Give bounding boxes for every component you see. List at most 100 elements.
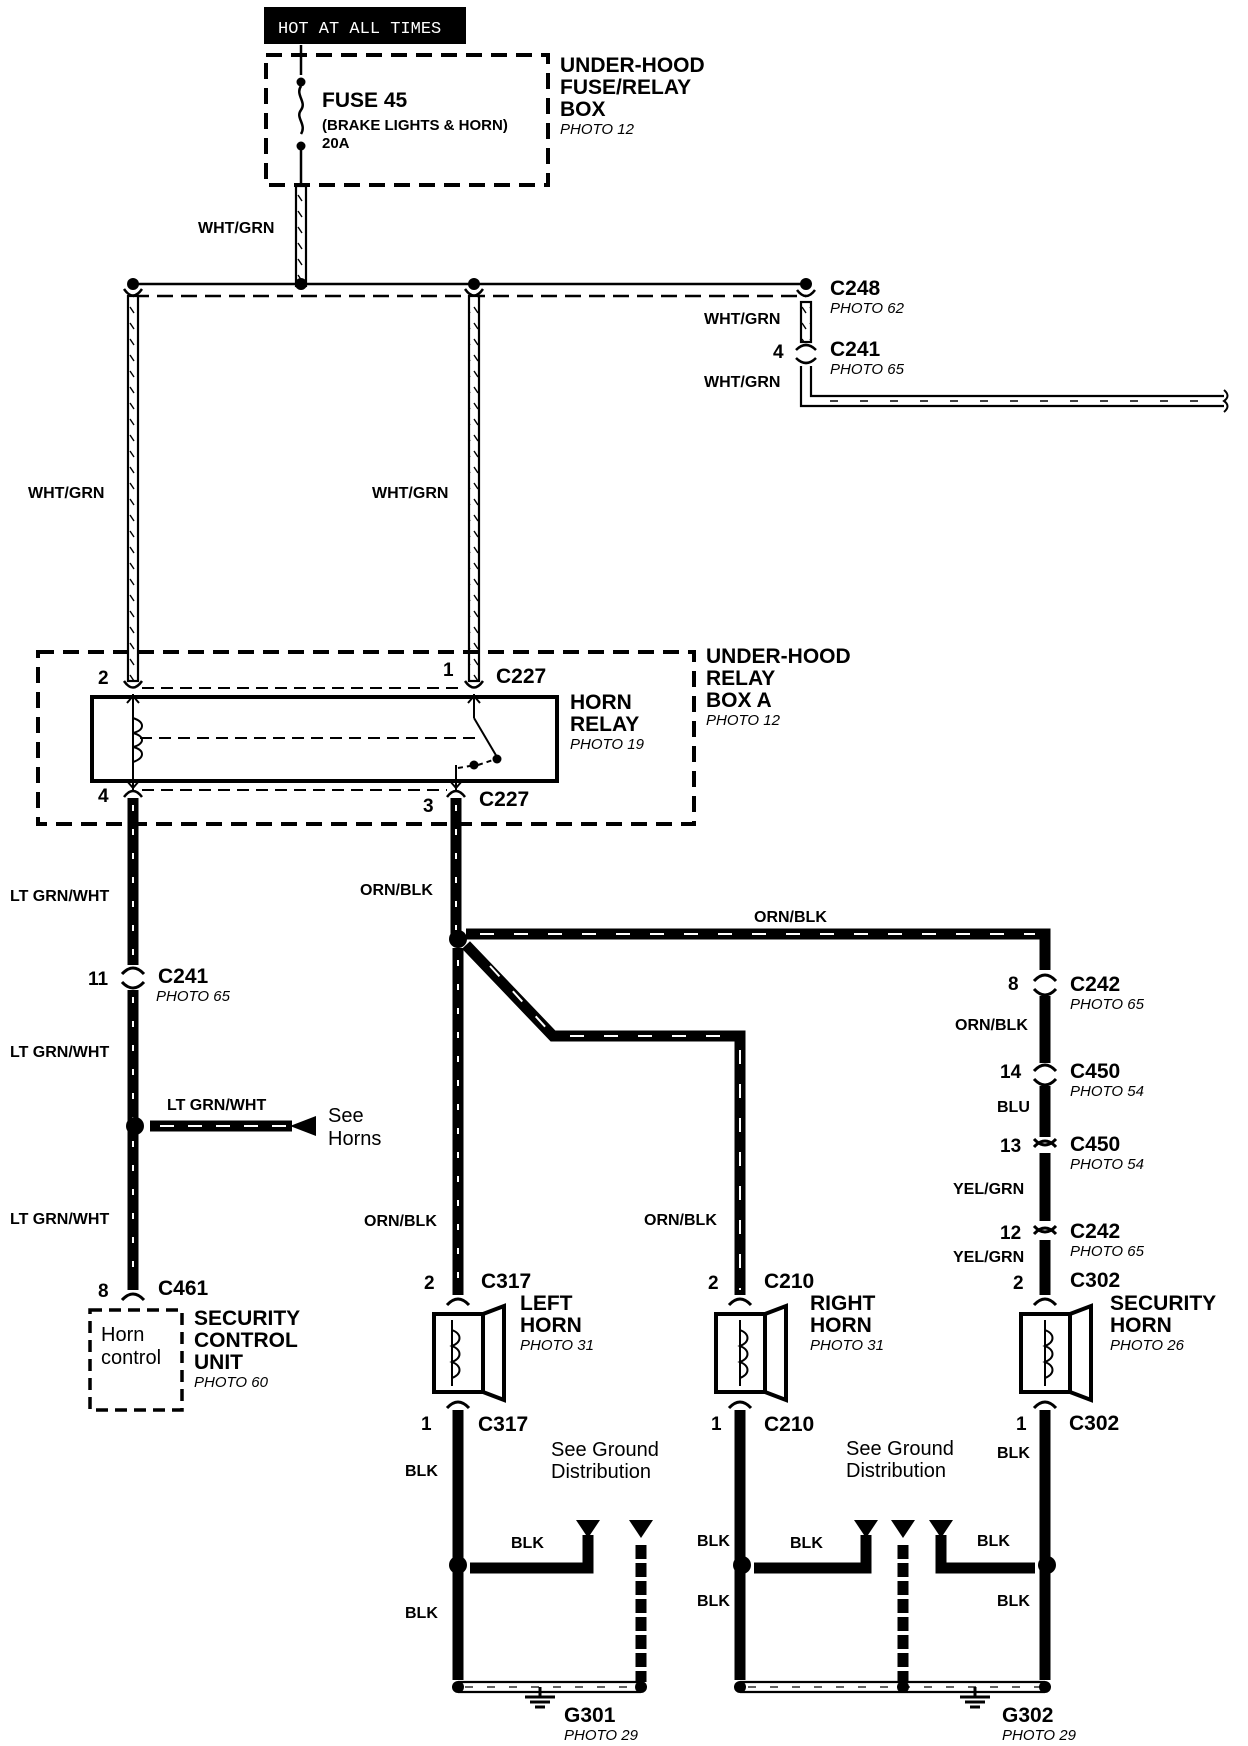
connector-c210-top-symbol <box>727 1297 753 1307</box>
splice-g302-left <box>734 1681 746 1693</box>
security-control-unit-outline <box>88 1308 184 1412</box>
ground-note-right-1: See Ground <box>846 1438 954 1460</box>
ground-g302-name: G302 <box>1002 1704 1053 1727</box>
security-horn-title-2: HORN <box>1110 1314 1172 1337</box>
connector-c302-top-name: C302 <box>1070 1269 1120 1292</box>
connector-top-mid-symbol <box>463 288 485 297</box>
connector-c450-a-symbol <box>1032 1063 1058 1087</box>
wire-label-wht-grn-top: WHT/GRN <box>198 220 274 237</box>
connector-c302-bot-pin: 1 <box>1016 1414 1027 1435</box>
connector-c450-b-symbol <box>1032 1137 1058 1149</box>
relay-pin-1-terminal <box>463 680 485 689</box>
connector-c241-left-photo: PHOTO 65 <box>156 988 231 1005</box>
connector-c461-symbol <box>120 1292 146 1302</box>
relay-pin-2: 2 <box>98 668 109 689</box>
security-unit-inner-1: Horn <box>101 1324 144 1346</box>
connector-c302-bot-name: C302 <box>1069 1412 1119 1435</box>
wire-orn-blk-right-horn-stripe <box>489 965 741 1290</box>
relay-box-title-1: UNDER-HOOD <box>706 645 851 668</box>
horn-relay-title-1: HORN <box>570 691 632 714</box>
connector-c450-a-pin: 14 <box>1000 1062 1022 1083</box>
wire-label-orn-blk-sec: ORN/BLK <box>955 1017 1028 1034</box>
wire-orn-blk-right-horn <box>462 941 746 1295</box>
connector-c450-a-photo: PHOTO 54 <box>1070 1083 1144 1100</box>
security-unit-title-2: CONTROL <box>194 1329 298 1352</box>
fuse-box-title-3: BOX <box>560 98 606 121</box>
wire-label-wht-grn-c248: WHT/GRN <box>704 311 780 328</box>
wire-label-blk-right-3: BLK <box>790 1535 823 1552</box>
wire-label-wht-grn-mid: WHT/GRN <box>372 485 448 502</box>
left-horn-title-2: HORN <box>520 1314 582 1337</box>
connector-c242-a-name: C242 <box>1070 973 1120 996</box>
security-horn-symbol <box>1019 1303 1093 1403</box>
connector-c302-top-symbol <box>1032 1297 1058 1307</box>
security-unit-photo: PHOTO 60 <box>194 1374 269 1391</box>
relay-coil-symbol <box>126 694 143 790</box>
wire-label-yel-grn-1: YEL/GRN <box>953 1181 1024 1198</box>
right-horn-symbol <box>714 1303 788 1403</box>
horn-relay-body <box>90 695 559 783</box>
wire-label-blk-left-2: BLK <box>511 1535 544 1552</box>
wire-label-lt-grn-wht-3: LT GRN/WHT <box>10 1211 109 1228</box>
relay-pin-4-terminal <box>123 789 143 798</box>
see-horns-line-2: Horns <box>328 1128 381 1150</box>
ground-bus-g302 <box>740 1680 1045 1694</box>
wire-label-yel-grn-2: YEL/GRN <box>953 1249 1024 1266</box>
splice-bus-relay <box>468 278 480 290</box>
connector-c248-symbol <box>796 289 816 298</box>
ground-bus-g301 <box>458 1680 641 1694</box>
wire-label-wht-grn-left: WHT/GRN <box>28 485 104 502</box>
connector-c242-b-pin: 12 <box>1000 1223 1021 1244</box>
wire-label-orn-blk-left-horn: ORN/BLK <box>364 1213 437 1230</box>
splice-blk-right <box>733 1556 751 1574</box>
connector-c450-a-name: C450 <box>1070 1060 1120 1083</box>
splice-orn-blk <box>449 930 467 948</box>
wire-wht-grn-c248-c241 <box>799 300 813 344</box>
connector-c317-top-pin: 2 <box>424 1273 435 1294</box>
wire-label-blk-right-2: BLK <box>697 1593 730 1610</box>
arrow-see-horns <box>290 1116 316 1136</box>
connector-top-left-symbol <box>122 288 144 297</box>
connector-c242-b-name: C242 <box>1070 1220 1120 1243</box>
fuse-relay-box-outline <box>264 53 550 187</box>
connector-c242-a-pin: 8 <box>1008 974 1019 995</box>
splice-blk-left <box>449 1556 467 1574</box>
wire-label-blk-left-1: BLK <box>405 1463 438 1480</box>
connector-c210-bot-pin: 1 <box>711 1414 722 1435</box>
splice-bus-mid <box>295 278 307 290</box>
wire-label-blk-left-3: BLK <box>405 1605 438 1622</box>
relay-pin-3: 3 <box>423 796 434 817</box>
fuse-box-photo: PHOTO 12 <box>560 121 635 138</box>
connector-c242-a-photo: PHOTO 65 <box>1070 996 1145 1013</box>
wire-label-orn-blk-relay: ORN/BLK <box>360 882 433 899</box>
connector-c241-left-pin: 11 <box>88 969 109 990</box>
connector-c302-top-pin: 2 <box>1013 1273 1024 1294</box>
ground-g301-photo: PHOTO 29 <box>564 1727 639 1744</box>
splice-g301-left <box>452 1681 464 1693</box>
wire-continues-break <box>1222 389 1229 413</box>
splice-g301-right <box>635 1681 647 1693</box>
wire-label-blk-sec-3: BLK <box>977 1533 1010 1550</box>
wire-blk-left-ground-run <box>470 1535 594 1574</box>
relay-connector-top: C227 <box>496 665 546 688</box>
security-horn-title-1: SECURITY <box>1110 1292 1216 1315</box>
fuse-name: FUSE 45 <box>322 89 408 112</box>
ground-g302-symbol <box>960 1687 990 1709</box>
connector-c248-name: C248 <box>830 277 881 300</box>
relay-pin-2-terminal <box>122 680 144 689</box>
connector-c241-left-symbol <box>120 966 146 990</box>
fuse-description: (BRAKE LIGHTS & HORN) <box>322 117 508 134</box>
connector-c317-bot-name: C317 <box>478 1413 528 1436</box>
fuse-box-title-2: FUSE/RELAY <box>560 76 691 99</box>
security-unit-title-3: UNIT <box>194 1351 243 1374</box>
splice-g302-mid <box>897 1681 909 1693</box>
wire-label-blk-right-1: BLK <box>697 1533 730 1550</box>
security-unit-inner-2: control <box>101 1347 161 1369</box>
connector-c461-pin: 8 <box>98 1281 109 1302</box>
connector-c241-left-name: C241 <box>158 965 209 988</box>
left-horn-title-1: LEFT <box>520 1292 573 1315</box>
connector-c241-top-photo: PHOTO 65 <box>830 361 905 378</box>
fuse-box-title-1: UNDER-HOOD <box>560 54 705 77</box>
relay-pin-3-terminal <box>446 789 466 798</box>
